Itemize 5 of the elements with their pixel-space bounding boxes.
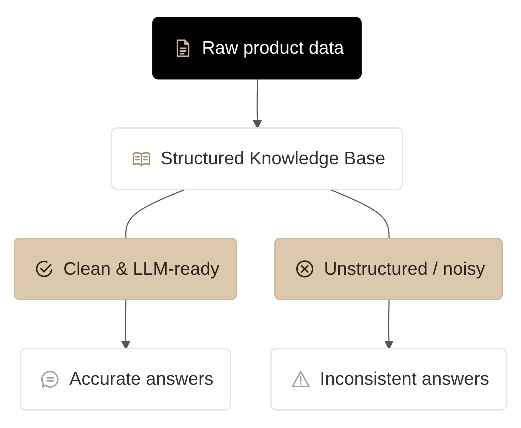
connector: [330, 190, 390, 240]
arrow: [384, 300, 394, 350]
connector: [126, 190, 185, 240]
arrow: [121, 300, 131, 350]
arrow: [252, 80, 262, 130]
